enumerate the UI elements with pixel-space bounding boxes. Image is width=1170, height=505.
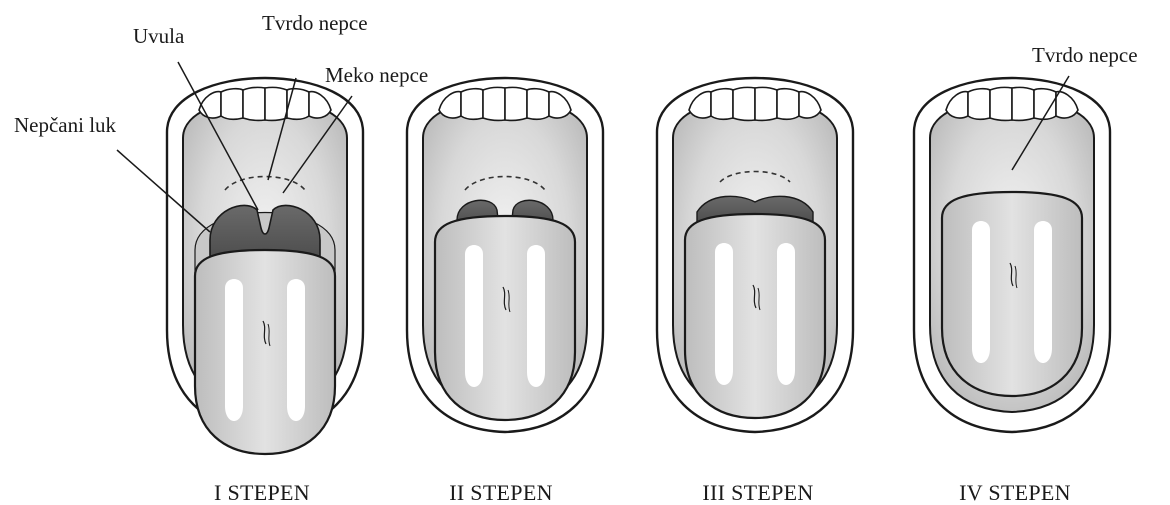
hard-palate-label-4: Tvrdo nepce (1032, 43, 1138, 67)
palatal-arch-label: Nepčani luk (14, 113, 117, 137)
soft-palate-label: Meko nepce (325, 63, 428, 87)
panel-grade-1 (167, 78, 363, 454)
grade-label-4: IV STEPEN (959, 480, 1071, 505)
hard-palate-label: Tvrdo nepce (262, 11, 368, 35)
panel-grade-4 (914, 78, 1110, 432)
panel-grade-3 (657, 78, 853, 432)
panel-grade-2 (407, 78, 603, 432)
grade-label-2: II STEPEN (449, 480, 553, 505)
uvula-label: Uvula (133, 24, 185, 48)
grade-label-1: I STEPEN (214, 480, 310, 505)
grade-label-3: III STEPEN (702, 480, 813, 505)
